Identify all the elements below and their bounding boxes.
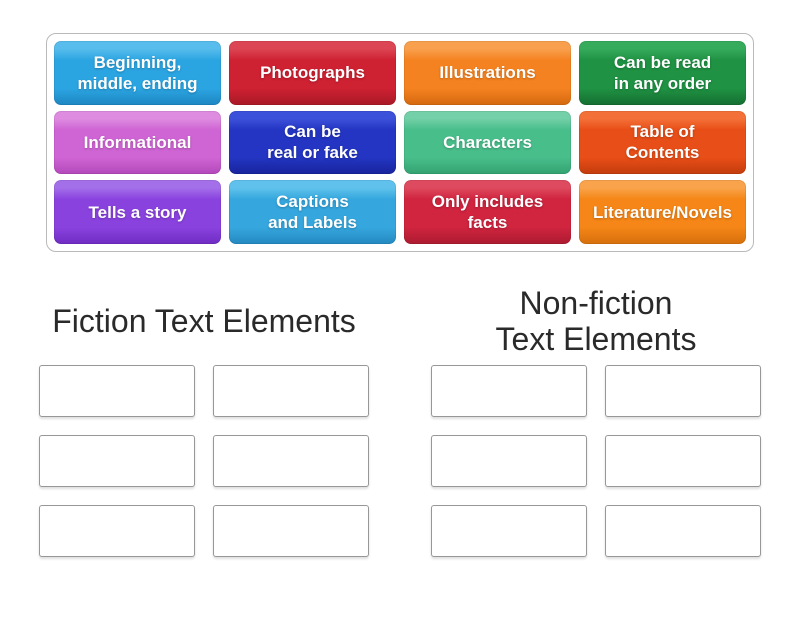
tile-label: Can be real or fake	[267, 122, 358, 163]
group-fiction: Fiction Text Elements	[38, 282, 370, 557]
group-title-fiction: Fiction Text Elements	[52, 303, 356, 340]
nonfiction-drop-slot[interactable]	[431, 505, 587, 557]
fiction-drop-slot[interactable]	[213, 505, 369, 557]
tile-illustrations[interactable]: Illustrations	[404, 41, 571, 105]
tile-label: Informational	[83, 132, 192, 152]
tile-label: Tells a story	[88, 202, 187, 222]
fiction-slot-grid	[39, 365, 369, 557]
tile-label: Only includes facts	[431, 192, 544, 233]
group-nonfiction: Non-fiction Text Elements	[430, 282, 762, 557]
tile-literature-novels[interactable]: Literature/Novels	[579, 180, 746, 244]
nonfiction-slot-grid	[431, 365, 761, 557]
fiction-drop-slot[interactable]	[39, 365, 195, 417]
tile-label: Beginning, middle, ending	[77, 52, 198, 93]
tile-label: Characters	[443, 132, 532, 152]
tile-label: Table of Contents	[625, 122, 700, 163]
nonfiction-drop-slot[interactable]	[605, 435, 761, 487]
nonfiction-drop-slot[interactable]	[431, 365, 587, 417]
tile-table-of-contents[interactable]: Table of Contents	[579, 110, 746, 175]
fiction-drop-slot[interactable]	[213, 435, 369, 487]
tile-label: Captions and Labels	[268, 192, 357, 233]
tile-informational[interactable]: Informational	[54, 110, 221, 175]
group-title-nonfiction: Non-fiction Text Elements	[495, 285, 697, 357]
fiction-drop-slot[interactable]	[39, 435, 195, 487]
nonfiction-drop-slot[interactable]	[605, 365, 761, 417]
group-zones: Fiction Text Elements Non-fiction Text E…	[0, 282, 800, 557]
nonfiction-drop-slot[interactable]	[431, 435, 587, 487]
tile-can-be-real-or-fake[interactable]: Can be real or fake	[229, 110, 396, 175]
tile-characters[interactable]: Characters	[404, 110, 571, 175]
fiction-drop-slot[interactable]	[213, 365, 369, 417]
tile-board: Beginning, middle, ending Photographs Il…	[46, 33, 754, 252]
tile-label: Can be read in any order	[613, 52, 712, 93]
tile-only-includes-facts[interactable]: Only includes facts	[404, 180, 571, 244]
tile-photographs[interactable]: Photographs	[229, 41, 396, 105]
tile-label: Illustrations	[439, 63, 536, 83]
tile-label: Photographs	[260, 63, 365, 83]
tile-tells-a-story[interactable]: Tells a story	[54, 180, 221, 244]
tile-can-be-read-any-order[interactable]: Can be read in any order	[579, 41, 746, 105]
nonfiction-drop-slot[interactable]	[605, 505, 761, 557]
fiction-drop-slot[interactable]	[39, 505, 195, 557]
tile-beginning-middle-ending[interactable]: Beginning, middle, ending	[54, 41, 221, 105]
tile-captions-and-labels[interactable]: Captions and Labels	[229, 180, 396, 244]
tile-label: Literature/Novels	[593, 202, 732, 222]
